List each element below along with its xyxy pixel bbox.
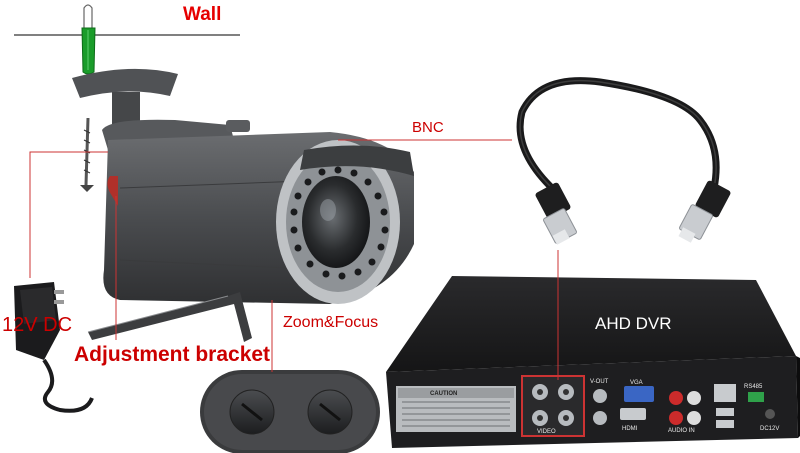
wall-label: Wall	[183, 4, 222, 25]
camera-ir-leds	[290, 166, 389, 280]
ahd-dvr-label: AHD DVR	[595, 314, 672, 333]
zoom-focus-inset	[200, 370, 380, 453]
bnc-connector-left	[535, 182, 577, 245]
bnc-cable	[516, 77, 720, 193]
wall-anchor	[81, 27, 96, 75]
bnc-label: BNC	[412, 119, 444, 136]
power-label: 12V DC	[2, 314, 73, 336]
panel-video: VIDEO	[537, 429, 556, 435]
panel-caution: CAUTION	[430, 391, 457, 397]
panel-vga: VGA	[630, 380, 643, 386]
panel-hdmi: HDMI	[622, 426, 638, 432]
bullet-camera	[72, 68, 414, 304]
panel-dc12v: DC12V	[760, 426, 779, 432]
zoom-focus-label: Zoom&Focus	[283, 314, 379, 331]
callout-lines	[29, 139, 559, 380]
panel-audio: AUDIO IN	[668, 428, 695, 434]
panel-rs485: RS485	[744, 384, 763, 390]
dvr-panel-text: CAUTION VIDEO V-OUT HDMI VGA AUDIO IN RS…	[430, 379, 779, 435]
adjustment-key-tool	[87, 292, 252, 342]
mounting-screw	[80, 117, 94, 192]
wall-surface	[14, 4, 240, 36]
bnc-connector-right	[678, 180, 731, 243]
power-adapter	[14, 282, 94, 413]
panel-vout: V-OUT	[590, 379, 609, 385]
ahd-dvr-unit	[386, 276, 800, 448]
adjustment-bracket-label: Adjustment bracket	[74, 343, 271, 366]
